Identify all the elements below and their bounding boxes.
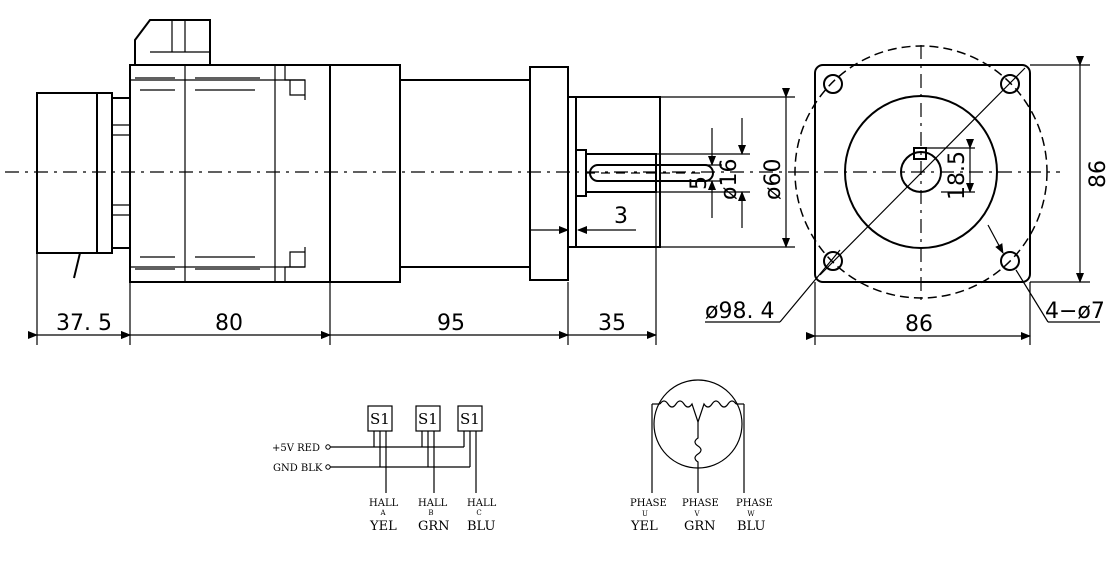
dim-key-height: 18.5 bbox=[945, 151, 970, 200]
hall-c-color: BLU bbox=[467, 519, 495, 534]
dim-shaft-length: 35 bbox=[598, 311, 626, 336]
motor-body bbox=[129, 64, 331, 283]
ground-label: GND BLK bbox=[273, 463, 323, 474]
dim-flange-height: 86 bbox=[1086, 160, 1111, 188]
hall-a-name: HALL bbox=[369, 498, 399, 509]
gearbox-front bbox=[329, 64, 401, 283]
coil-v bbox=[694, 422, 702, 468]
dim-pilot-dia: ø60 bbox=[761, 159, 786, 200]
phase-w-color: BLU bbox=[737, 519, 765, 534]
dim-brake-length: 37. 5 bbox=[56, 311, 112, 336]
coil-w bbox=[697, 400, 737, 423]
hall-a-color: YEL bbox=[369, 519, 397, 534]
diagonal-line bbox=[819, 67, 1026, 276]
hall-sensor-a-label: S1 bbox=[370, 410, 390, 428]
dim-shaft-dia: ø16 bbox=[717, 159, 742, 200]
shaft-collar bbox=[575, 149, 587, 197]
mount-hole-br bbox=[1000, 251, 1020, 271]
hall-b-letter: B bbox=[428, 509, 433, 517]
gearbox-body bbox=[400, 79, 531, 268]
lead-wire bbox=[73, 252, 81, 279]
connector-box bbox=[134, 19, 211, 65]
hall-b-name: HALL bbox=[418, 498, 448, 509]
dim-holes: 4−ø7 bbox=[1045, 299, 1105, 324]
dim-motor-length: 80 bbox=[215, 311, 243, 336]
dim-gearbox-length: 95 bbox=[437, 311, 465, 336]
dim-shoulder: 3 bbox=[614, 204, 628, 229]
dim-key-width: 5 bbox=[687, 176, 712, 190]
front-view: ø98. 4 4−ø7 18.5 86 86 bbox=[705, 45, 1111, 345]
phase-v-color: GRN bbox=[684, 519, 716, 534]
phase-u-letter: U bbox=[642, 510, 648, 518]
phase-wiring-diagram: PHASE U YEL PHASE V GRN PHASE W BLU bbox=[630, 379, 773, 534]
side-view: 37. 5 80 95 35 3 5 ø16 ø60 bbox=[5, 19, 795, 345]
phase-v-name: PHASE bbox=[682, 498, 719, 509]
dim-pcd: ø98. 4 bbox=[705, 299, 774, 324]
coil-u bbox=[659, 400, 699, 423]
hall-wiring-diagram: S1 S1 S1 +5V RED GND BLK HALL A YEL HALL… bbox=[272, 405, 497, 534]
brake-housing bbox=[36, 92, 98, 254]
hall-c-name: HALL bbox=[467, 498, 497, 509]
mount-hole-bl bbox=[823, 251, 843, 271]
mount-hole-tl bbox=[823, 74, 843, 94]
brake-ring bbox=[96, 92, 113, 254]
flange-square bbox=[814, 64, 1031, 283]
brake-adapter bbox=[111, 97, 131, 249]
key-square bbox=[913, 147, 927, 160]
hall-sensor-c-label: S1 bbox=[460, 410, 480, 428]
phase-w-letter: W bbox=[747, 510, 755, 518]
hall-sensor-b-label: S1 bbox=[418, 410, 438, 428]
gearbox-flange bbox=[529, 66, 569, 281]
phase-u-name: PHASE bbox=[630, 498, 667, 509]
hall-c-letter: C bbox=[476, 509, 481, 517]
phase-v-letter: V bbox=[693, 510, 700, 518]
phase-u-color: YEL bbox=[630, 519, 658, 534]
power-label: +5V RED bbox=[272, 443, 320, 454]
hall-a-letter: A bbox=[379, 509, 386, 517]
phase-w-name: PHASE bbox=[736, 498, 773, 509]
dim-flange-width: 86 bbox=[905, 312, 933, 337]
mount-hole-tr bbox=[1000, 74, 1020, 94]
hall-b-color: GRN bbox=[418, 519, 450, 534]
